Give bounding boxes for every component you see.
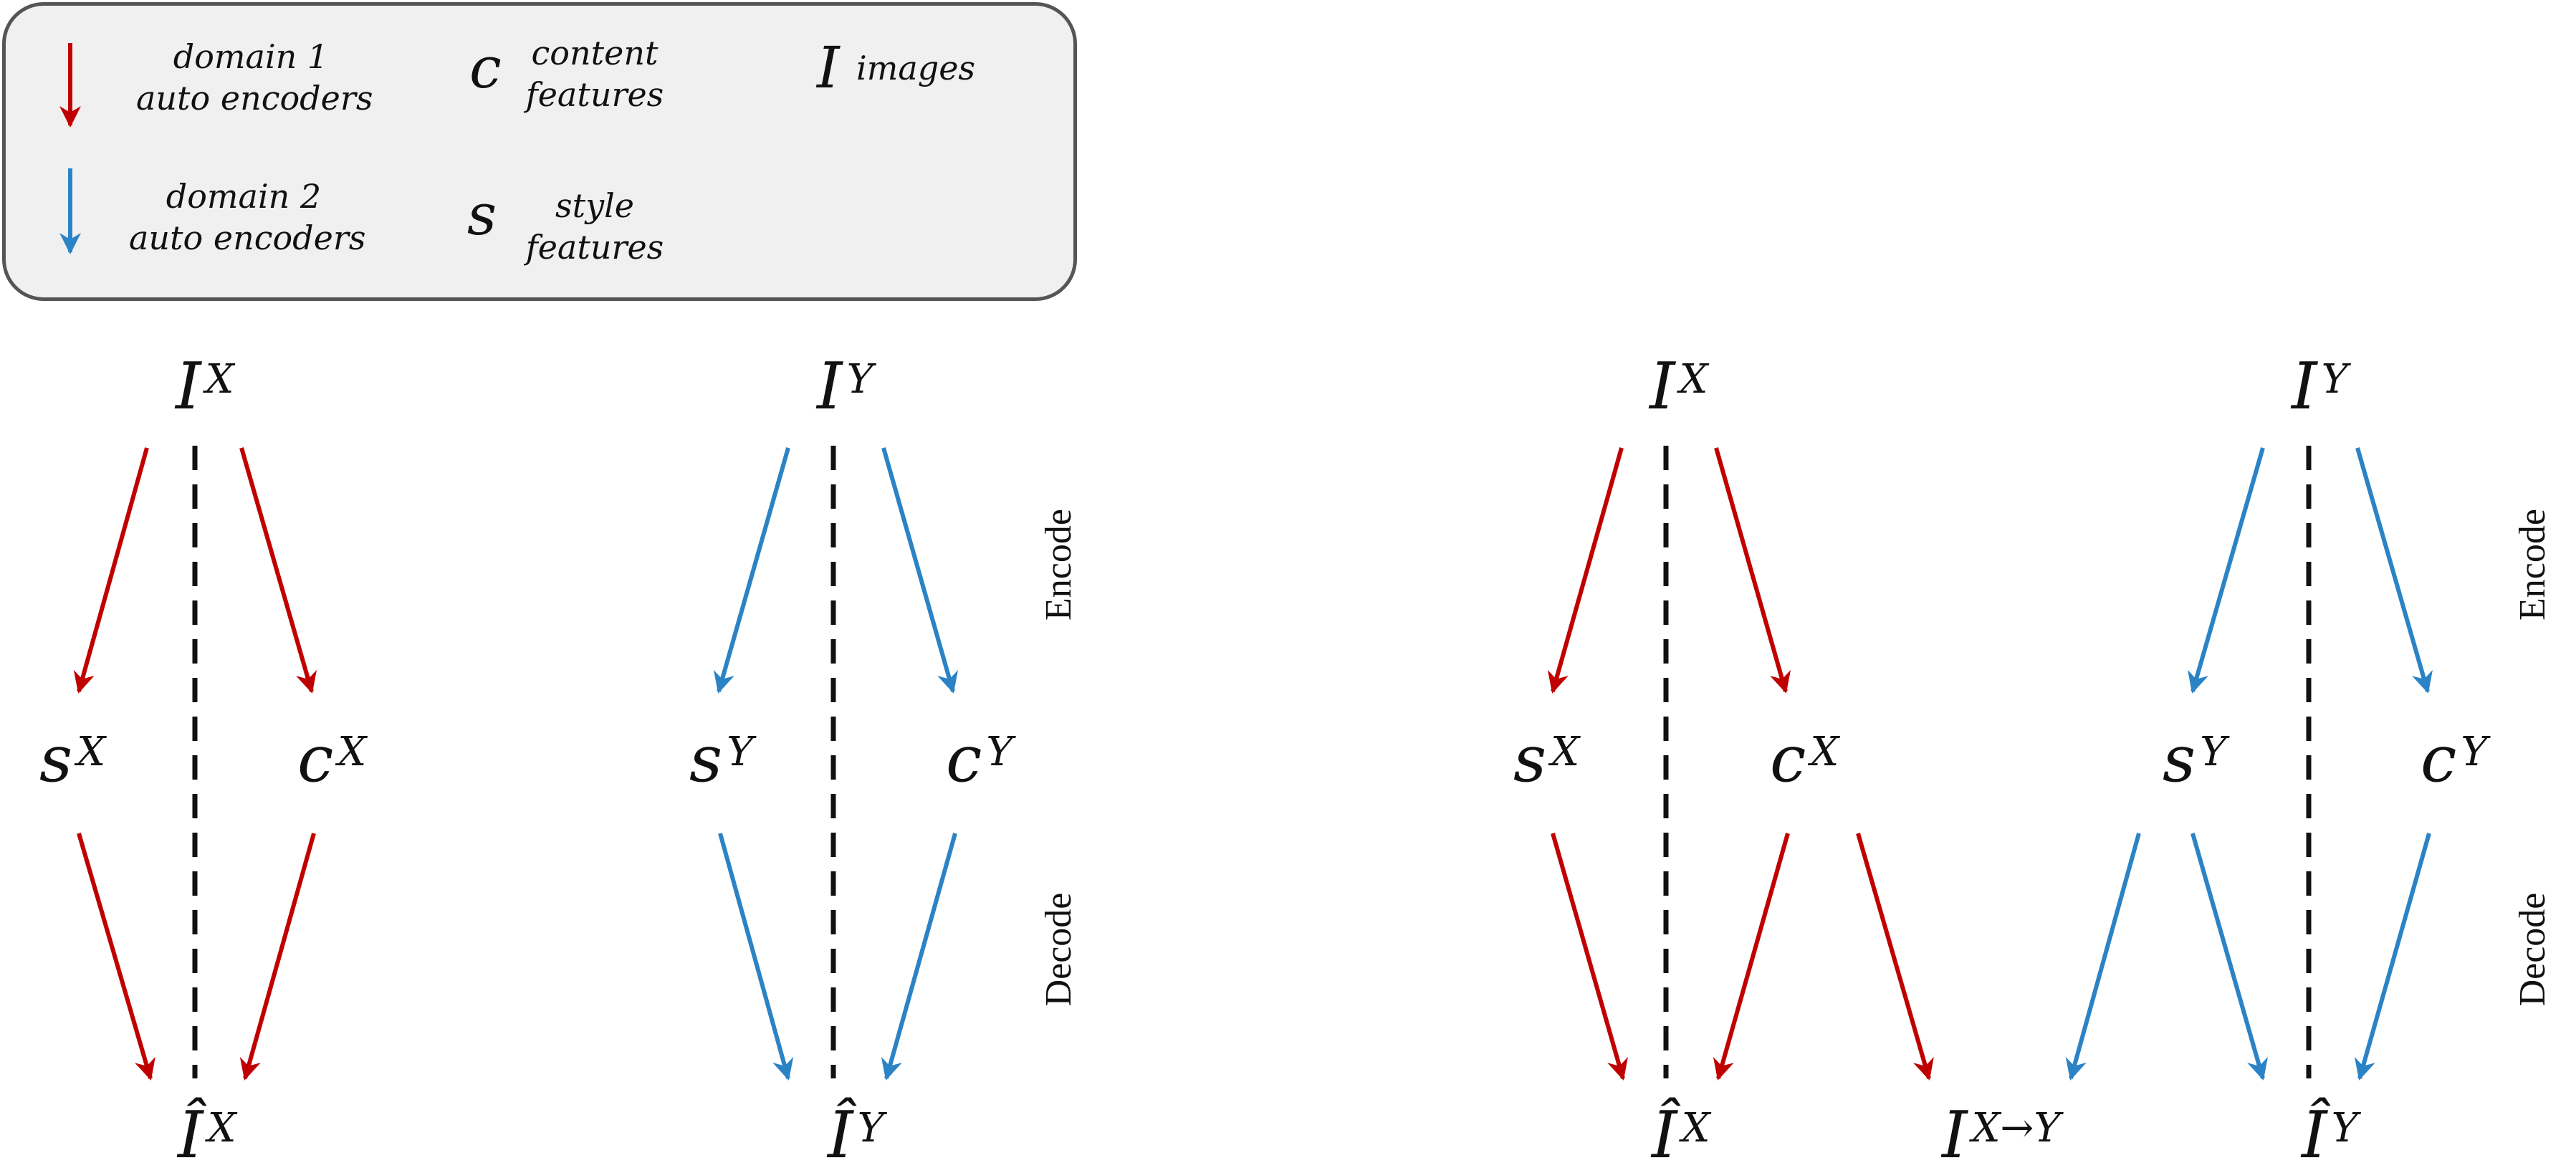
node-p2-iy-base: I bbox=[2292, 349, 2317, 424]
legend-content-line1: content bbox=[531, 34, 659, 72]
arrow-p2-sy-to-ixy bbox=[2065, 833, 2141, 1081]
phase-label-encode-p1: Encode bbox=[1038, 509, 1079, 621]
phase-label-encode-p2: Encode bbox=[2512, 509, 2553, 621]
node-p2-cx-sup: X bbox=[1810, 729, 1839, 775]
node-p2-ihx-sup: X bbox=[1681, 1105, 1710, 1152]
node-p2-cy-sup: Y bbox=[2461, 729, 2488, 775]
node-p2-ihx-base: Î bbox=[1652, 1098, 1677, 1173]
node-p1-sy-sup: Y bbox=[727, 729, 754, 775]
legend-domain1-line1: domain 1 bbox=[173, 37, 329, 76]
node-p2-sx-sup: X bbox=[1551, 729, 1580, 775]
arrow-p2-ix-to-cx bbox=[1714, 447, 1791, 694]
node-p1-sy-base: s bbox=[689, 722, 723, 797]
arrow-p1-cx-to-ihx bbox=[239, 833, 316, 1081]
node-p1-sx-base: s bbox=[39, 722, 73, 797]
node-p1-ihy-base: Î bbox=[828, 1098, 853, 1173]
phase-label-decode-p2: Decode bbox=[2512, 892, 2553, 1007]
node-p1-ix-sup: X bbox=[205, 356, 234, 403]
legend-domain1-line2: auto encoders bbox=[136, 79, 373, 118]
node-p2-sx-base: s bbox=[1513, 722, 1547, 797]
arrow-p2-iy-to-cy bbox=[2355, 447, 2433, 694]
legend-box bbox=[2, 2, 1077, 301]
node-p1-iy-base: I bbox=[817, 349, 843, 424]
arrow-p1-cy-to-ihy bbox=[881, 833, 957, 1081]
arrow-p1-iy-to-sy bbox=[713, 447, 790, 694]
node-p1-cy-sup: Y bbox=[986, 729, 1013, 775]
node-p1-cx-base: c bbox=[297, 722, 334, 797]
node-p2-ixy-base: I bbox=[1942, 1098, 1968, 1173]
arrow-p2-sx-to-ihx bbox=[1551, 833, 1628, 1081]
arrow-p2-iy-to-sy bbox=[2188, 447, 2265, 694]
arrow-p2-cy-to-ihy bbox=[2354, 833, 2431, 1081]
arrow-p1-ix-to-cx bbox=[239, 447, 317, 694]
legend-style-line2: features bbox=[525, 228, 664, 267]
node-p1-ix-base: I bbox=[176, 349, 201, 424]
arrow-p1-sx-to-ihx bbox=[77, 833, 155, 1081]
legend-domain2-line2: auto encoders bbox=[129, 219, 366, 257]
node-p1-cy-base: c bbox=[946, 722, 982, 797]
node-p2-sy-base: s bbox=[2163, 722, 2196, 797]
node-p2-ixy-sup: X→Y bbox=[1971, 1105, 2061, 1152]
legend-content-line2: features bbox=[525, 75, 664, 114]
arrow-p1-ix-to-sx bbox=[73, 447, 149, 694]
arrow-p2-sy-to-ihy bbox=[2190, 833, 2268, 1081]
node-p2-ihy-sup: Y bbox=[2331, 1105, 2358, 1152]
legend-domain2-label: domain 2 auto encoders bbox=[129, 176, 366, 259]
legend-content-label: content features bbox=[516, 32, 674, 115]
node-p2-iy-sup: Y bbox=[2321, 356, 2348, 403]
legend-style-label: style features bbox=[516, 185, 674, 268]
node-p1-ihx-base: Î bbox=[178, 1098, 204, 1173]
node-p1-ihy-sup: Y bbox=[857, 1105, 884, 1152]
node-p2-cx-base: c bbox=[1770, 722, 1806, 797]
arrow-p1-sy-to-ihy bbox=[718, 833, 794, 1081]
legend-domain1-label: domain 1 auto encoders bbox=[136, 36, 373, 119]
node-p2-cy-base: c bbox=[2421, 722, 2457, 797]
legend-style-symbol: s bbox=[467, 181, 497, 248]
legend-images-symbol: I bbox=[817, 34, 840, 101]
node-p2-sy-sup: Y bbox=[2200, 729, 2227, 775]
phase-label-decode-p1: Decode bbox=[1038, 892, 1079, 1007]
legend-domain2-line1: domain 2 bbox=[166, 177, 322, 216]
arrow-p2-cx-to-ixy bbox=[1856, 833, 1934, 1081]
arrow-p2-cx-to-ihx bbox=[1713, 833, 1790, 1081]
arrow-p1-iy-to-cy bbox=[881, 447, 959, 694]
node-p1-cx-sup: X bbox=[337, 729, 367, 775]
node-p1-iy-sup: Y bbox=[846, 356, 873, 403]
node-p1-ihx-sup: X bbox=[207, 1105, 236, 1152]
node-p1-sx-sup: X bbox=[77, 729, 106, 775]
node-p2-ix-base: I bbox=[1649, 349, 1675, 424]
legend-style-line1: style bbox=[555, 186, 634, 225]
node-p2-ihy-base: Î bbox=[2302, 1098, 2327, 1173]
legend-content-symbol: c bbox=[469, 34, 502, 101]
legend-images-label: images bbox=[856, 49, 976, 87]
arrow-p2-ix-to-sx bbox=[1547, 447, 1624, 694]
node-p2-ix-sup: X bbox=[1679, 356, 1708, 403]
